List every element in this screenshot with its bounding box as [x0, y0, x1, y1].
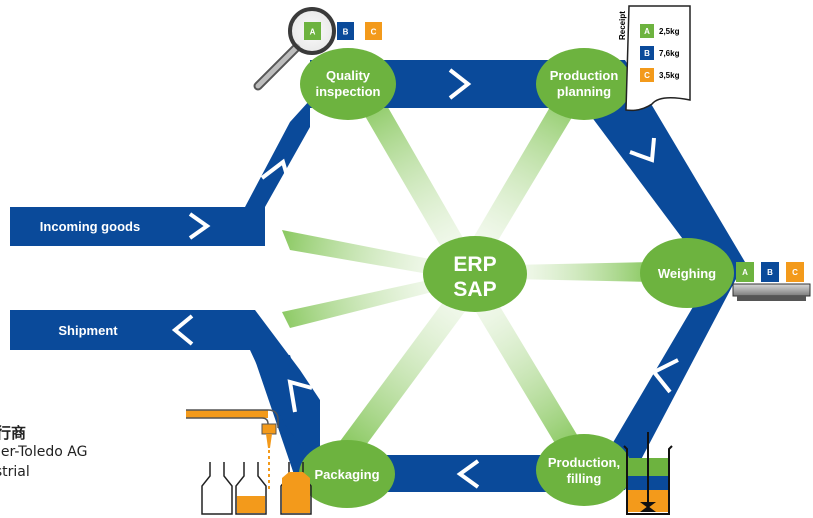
chevron-incoming	[188, 212, 211, 240]
weighing-label: Weighing	[658, 266, 716, 281]
vendor-line2: ustrial	[0, 464, 30, 480]
connector-filling	[470, 290, 585, 460]
inspection-tags: A B C	[304, 22, 382, 40]
scale-tag-a-label: A	[742, 268, 748, 277]
flow-bottom-band	[345, 455, 585, 492]
chevron-shipment	[171, 314, 194, 346]
filling-line2: filling	[567, 471, 602, 486]
filling-line1: Production,	[548, 455, 620, 470]
connector-quality	[358, 90, 470, 262]
scale-icon	[732, 283, 811, 301]
connector-packaging	[335, 290, 472, 460]
beaker-icon	[623, 432, 673, 515]
scale-tags: A B C	[736, 262, 804, 282]
receipt-tag-b-label: B	[644, 49, 650, 58]
inspection-tag-a	[304, 22, 321, 40]
receipt: Receipt A 2,5kg B 7,6kg C 3,5kg	[618, 5, 691, 112]
flow-incoming-arrow	[10, 100, 310, 246]
flow-shipment-arrow	[10, 310, 320, 470]
receipt-tag-a	[640, 24, 654, 38]
quality-line2: inspection	[315, 84, 380, 99]
connector-weighing	[510, 262, 655, 282]
chevron-top	[448, 68, 472, 100]
receipt-value-c: 3,5kg	[659, 71, 680, 80]
chevron-left-lower	[287, 379, 313, 413]
chevron-right-lower	[650, 358, 679, 394]
node-packaging: Packaging	[299, 440, 395, 508]
node-production-planning: Production planning	[536, 48, 632, 120]
quality-line1: Quality	[326, 68, 371, 83]
sap-label: SAP	[453, 278, 496, 301]
receipt-tag-c	[640, 68, 654, 82]
scale-tag-c	[786, 262, 804, 282]
vendor-line1: ttler-Toledo AG	[0, 444, 88, 460]
planning-line1: Production	[550, 68, 619, 83]
node-erp-sap: ERP SAP	[423, 236, 527, 312]
receipt-tag-b	[640, 46, 654, 60]
flow-right-upper-band	[585, 60, 745, 262]
erp-connectors	[282, 90, 655, 460]
scale-tag-c-label: C	[792, 268, 798, 277]
bottle-filling-icon	[186, 409, 312, 515]
receipt-value-a: 2,5kg	[659, 27, 680, 36]
receipt-title: Receipt	[618, 11, 627, 40]
node-weighing: Weighing	[640, 238, 734, 308]
chevron-bottom	[456, 459, 480, 489]
chevron-right-upper	[629, 137, 656, 163]
packaging-label: Packaging	[314, 467, 379, 482]
inspection-tag-c-label: C	[371, 28, 377, 37]
scale-tag-a	[736, 262, 754, 282]
connector-incoming	[282, 230, 445, 276]
node-quality-inspection: Quality inspection	[300, 48, 396, 120]
inspection-tag-a-label: A	[310, 28, 316, 37]
chevron-incoming-rise	[260, 158, 292, 187]
connector-planning	[466, 90, 580, 262]
vendor-title: 行商	[0, 424, 27, 442]
receipt-tag-a-label: A	[644, 27, 650, 36]
connector-shipment	[282, 278, 440, 328]
inspection-tag-b-label: B	[343, 28, 349, 37]
flow-right-lower-band	[585, 262, 745, 490]
inspection-tag-b	[337, 22, 354, 40]
receipt-tag-c-label: C	[644, 71, 650, 80]
inspection-tag-c	[365, 22, 382, 40]
shipment-label: Shipment	[58, 323, 118, 338]
receipt-value-b: 7,6kg	[659, 49, 680, 58]
incoming-goods-label: Incoming goods	[40, 219, 140, 234]
planning-line2: planning	[557, 84, 611, 99]
erp-label: ERP	[453, 253, 496, 276]
scale-tag-b	[761, 262, 779, 282]
node-production-filling: Production, filling	[536, 434, 632, 506]
flow-chevrons	[171, 68, 679, 489]
process-flow	[10, 60, 745, 492]
scale-tag-b-label: B	[767, 268, 773, 277]
vendor-info: 行商 ttler-Toledo AG ustrial	[0, 424, 150, 482]
